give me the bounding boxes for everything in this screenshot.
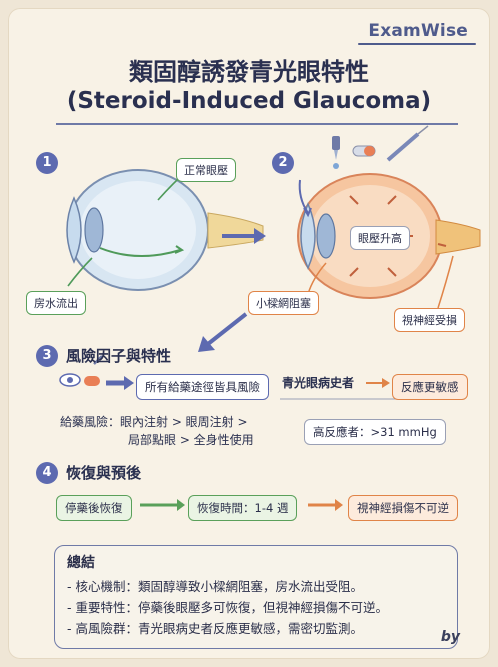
footer-byline: by [440,629,460,645]
steroid-drops-icon [332,125,429,169]
arrow-stop-to-time [140,499,185,511]
section-3-heading: 風險因子與特性 [66,347,172,365]
high-responder-box: 高反應者：>31 mmHg [304,419,446,445]
label-optic-nerve-damage: 視神經受損 [394,308,465,332]
title-english: (Steroid-Induced Glaucoma) [66,88,432,114]
label-aqueous-outflow: 房水流出 [26,291,86,315]
brand-underline [358,43,476,45]
arrow-normal-to-elevated [222,228,266,244]
glaucoma-history-label: 青光眼病史者 [282,376,355,390]
normal-eye-illustration [66,167,264,291]
more-sensitive-box: 反應更敏感 [392,374,468,400]
section-4-heading: 恢復與預後 [66,464,142,482]
risk-icons [59,355,103,387]
label-trabecular-block: 小樑網阻塞 [248,291,319,315]
irreversible-box: 視神經損傷不可逆 [348,495,458,521]
summary-line-feature: - 重要特性：停藥後眼壓多可恢復，但視神經損傷不可逆。 [67,600,388,615]
step-2-badge: 2 [272,152,294,174]
route-risk-line-2: 局部點眼 > 全身性使用 [128,433,254,447]
arrow-icon-to-routes [106,376,134,390]
label-normal-pressure: 正常眼壓 [176,158,236,182]
brand-logo: ExamWise [368,21,468,41]
summary-title: 總結 [67,555,95,571]
stop-recovery-box: 停藥後恢復 [56,495,132,521]
route-risk-line-1: 給藥風險：眼內注射 > 眼周注射 > [60,415,248,429]
diagram-illustrations [59,125,481,511]
recovery-time-box: 恢復時間：1-4 週 [188,495,298,521]
arrow-history-to-sensitive [366,378,390,388]
all-routes-box: 所有給藥途徑皆具風險 [136,374,269,400]
step-3-badge: 3 [36,345,58,367]
title-divider [56,123,458,125]
summary-panel: 總結 - 核心機制：類固醇導致小樑網阻塞，房水流出受阻。 - 重要特性：停藥後眼… [54,545,458,649]
arrow-time-to-irreversible [308,499,343,511]
label-elevated-pressure: 眼壓升高 [350,226,410,250]
arrow-to-section-3 [198,312,248,352]
title-chinese: 類固醇誘發青光眼特性 [129,58,369,86]
summary-line-mechanism: - 核心機制：類固醇導致小樑網阻塞，房水流出受阻。 [67,579,363,594]
step-4-badge: 4 [36,462,58,484]
infographic-card: ExamWise 類固醇誘發青光眼特性 (Steroid-Induced Gla… [8,8,490,659]
nerve-pointer [437,255,454,309]
step-1-badge: 1 [36,152,58,174]
summary-line-risk-group: - 高風險群：青光眼病史者反應更敏感，需密切監測。 [67,621,363,636]
